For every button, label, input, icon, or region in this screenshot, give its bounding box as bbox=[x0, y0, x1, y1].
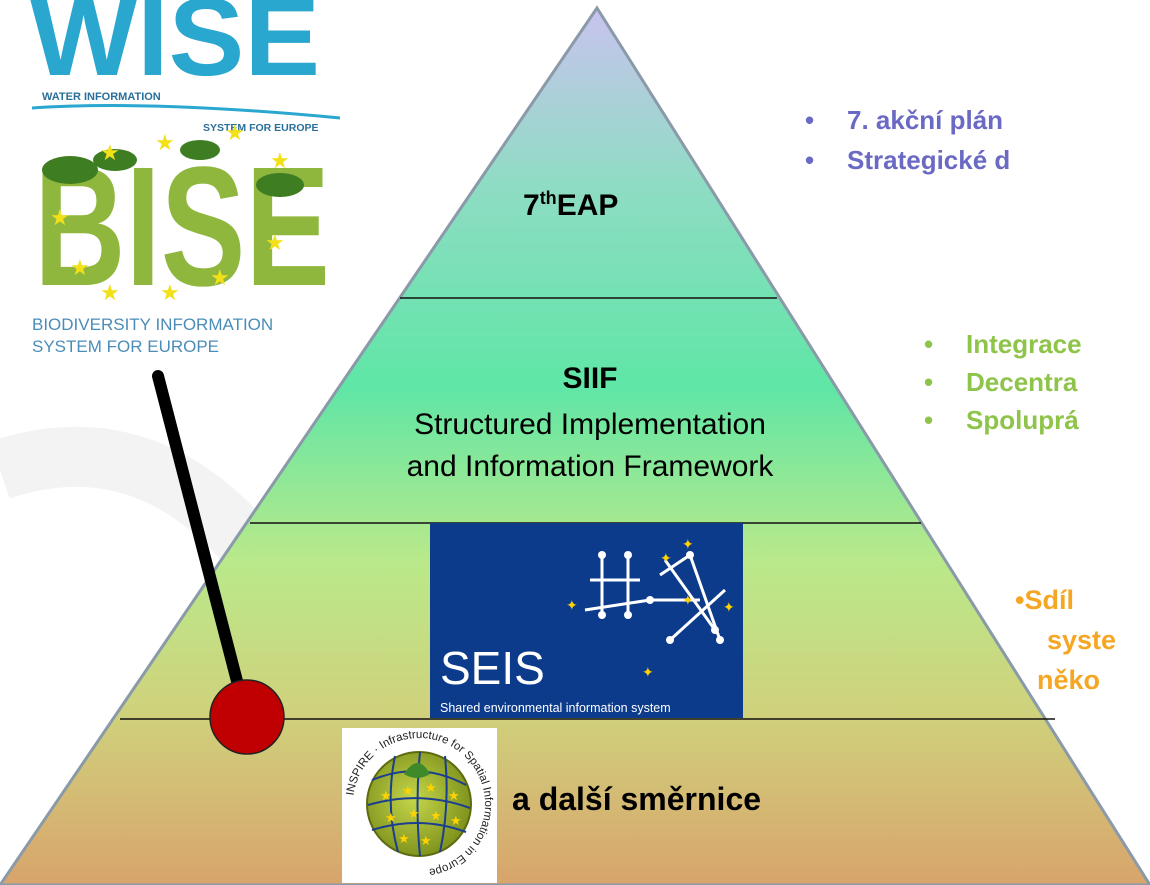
svg-text:★: ★ bbox=[225, 121, 245, 146]
svg-text:★: ★ bbox=[425, 781, 437, 796]
svg-text:★: ★ bbox=[100, 141, 120, 166]
svg-text:★: ★ bbox=[265, 231, 285, 256]
svg-text:✦: ✦ bbox=[723, 600, 735, 616]
tier-7eap-label: 7thEAP bbox=[523, 188, 618, 223]
seis-caption: Shared environmental information system bbox=[440, 701, 671, 715]
bullet-mid-item: Decentra bbox=[924, 363, 1082, 401]
wise-wave bbox=[31, 104, 341, 120]
svg-text:★: ★ bbox=[420, 834, 432, 849]
svg-text:★: ★ bbox=[70, 256, 90, 281]
svg-text:★: ★ bbox=[398, 832, 410, 847]
svg-text:✦: ✦ bbox=[642, 665, 654, 681]
orange-line-3: něko bbox=[1037, 665, 1101, 695]
bullets-top: 7. akční plán Strategické d bbox=[805, 100, 1010, 180]
seis-network-icon bbox=[584, 553, 727, 642]
tier-siif-title: SIIF bbox=[562, 362, 618, 395]
bise-foliage-icon bbox=[42, 140, 304, 197]
svg-text:✦: ✦ bbox=[566, 598, 578, 614]
svg-text:★: ★ bbox=[210, 266, 230, 291]
svg-text:★: ★ bbox=[155, 131, 175, 156]
seis-stars: ✦ ✦ ✦ ✦ ✦ ✦ bbox=[566, 537, 735, 681]
tier-siif-line1: Structured Implementation bbox=[414, 408, 766, 441]
svg-text:★: ★ bbox=[430, 809, 442, 824]
bullets-mid: Integrace Decentra Spoluprá bbox=[924, 325, 1082, 439]
tier-siif-line2: and Information Framework bbox=[406, 450, 774, 483]
inspire-logo: ★★★★ ★★★★ ★★ INSPIRE · Infrastructure fo… bbox=[342, 728, 497, 883]
svg-text:★: ★ bbox=[270, 149, 290, 174]
seis-nodes bbox=[598, 551, 724, 644]
svg-text:★: ★ bbox=[160, 281, 180, 306]
svg-text:✦: ✦ bbox=[682, 593, 694, 609]
orange-text-block: •Sdíl syste něko bbox=[1015, 580, 1116, 700]
svg-text:★: ★ bbox=[380, 789, 392, 804]
orange-line-2: syste bbox=[1047, 625, 1117, 655]
pyramid-shape bbox=[0, 5, 1150, 885]
bise-caption2: SYSTEM FOR EUROPE bbox=[32, 337, 219, 356]
bullet-mid-item: Spoluprá bbox=[924, 401, 1082, 439]
svg-text:★: ★ bbox=[385, 811, 397, 826]
tier-directives-label: a další směrnice bbox=[512, 781, 762, 817]
orange-line-1: •Sdíl bbox=[1015, 585, 1074, 615]
connector-ball bbox=[209, 679, 285, 755]
tier-7eap-sup: th bbox=[539, 188, 557, 208]
bullet-mid-item: Integrace bbox=[924, 325, 1082, 363]
svg-text:★: ★ bbox=[50, 206, 70, 231]
bise-caption1: BIODIVERSITY INFORMATION bbox=[32, 315, 273, 334]
connector-line bbox=[152, 370, 251, 718]
bullet-top-item: 7. akční plán bbox=[805, 100, 1010, 140]
svg-text:★: ★ bbox=[402, 784, 414, 799]
wise-line1: WATER INFORMATION bbox=[42, 91, 161, 103]
wise-wordmark: WISE bbox=[30, 0, 320, 99]
seis-title: SEIS bbox=[440, 642, 545, 694]
wise-line2: SYSTEM FOR EUROPE bbox=[203, 122, 319, 134]
bise-stars: ★★★★ ★★★★ ★★ bbox=[50, 121, 290, 306]
svg-text:✦: ✦ bbox=[660, 551, 672, 567]
svg-text:★: ★ bbox=[100, 281, 120, 306]
inspire-stars: ★★★★ ★★★★ ★★ bbox=[380, 781, 462, 849]
svg-text:★: ★ bbox=[408, 807, 420, 822]
bise-logo: BISE ★★★★ ★★★★ ★★ BIODIVERSITY INFORMATI… bbox=[32, 121, 332, 356]
tier-7eap-rest: EAP bbox=[556, 189, 619, 222]
seis-logo: ✦ ✦ ✦ ✦ ✦ ✦ SEIS Shared environmental inform… bbox=[430, 523, 743, 718]
svg-text:★: ★ bbox=[448, 789, 460, 804]
tier-7eap-number: 7 bbox=[523, 189, 540, 222]
svg-text:✦: ✦ bbox=[682, 537, 694, 553]
bullet-top-item: Strategické d bbox=[805, 140, 1010, 180]
inspire-leaf-icon bbox=[404, 763, 430, 778]
wise-logo: WISE WATER INFORMATION SYSTEM FOR EUROPE bbox=[30, 0, 341, 134]
svg-text:★: ★ bbox=[450, 814, 462, 829]
